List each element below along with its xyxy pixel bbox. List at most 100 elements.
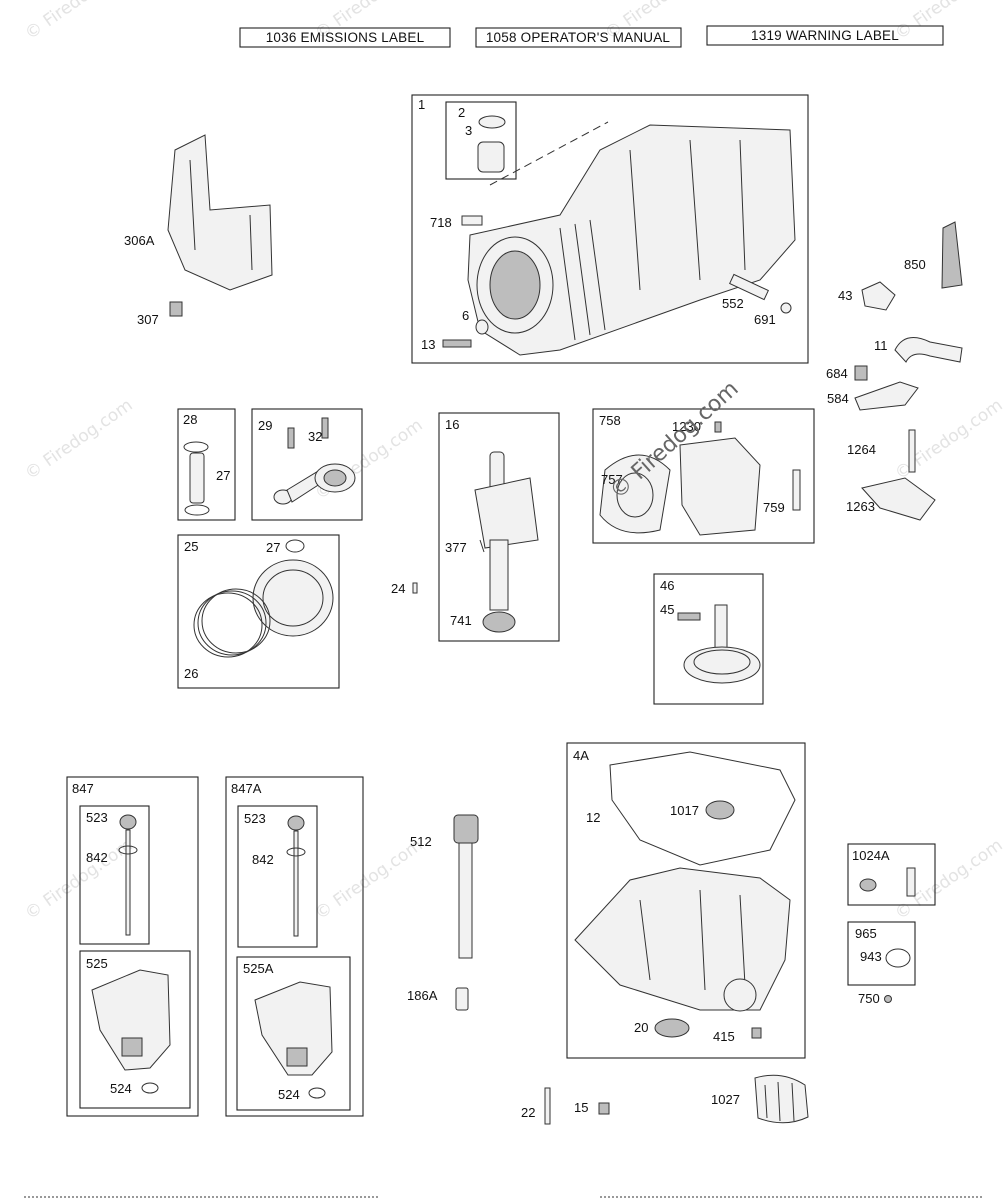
part-757-gasket[interactable] [599, 454, 671, 534]
callout-1017: 1017 [670, 803, 699, 818]
part-24-key[interactable] [412, 582, 418, 594]
group-1024a: 1024A [847, 843, 936, 906]
part-crankshaft[interactable] [474, 451, 539, 611]
part-718-pin[interactable] [461, 215, 483, 226]
part-524-o-ring[interactable] [308, 1087, 326, 1099]
part-186a-fitting[interactable]: 186A [407, 987, 469, 1011]
part-32-bolt[interactable] [287, 427, 295, 449]
part-1264-screw[interactable]: 1264 [847, 429, 916, 473]
callout-16: 16 [445, 417, 459, 432]
header-emissions-label[interactable]: 1036 EMISSIONS LABEL [239, 27, 451, 48]
part-842-o-ring[interactable] [286, 847, 306, 857]
part-27-retainer[interactable] [183, 441, 209, 453]
part-breather-body[interactable] [679, 437, 761, 536]
part-525a-dipstick-tube[interactable] [254, 981, 333, 1076]
callout-306a: 306A [124, 233, 155, 248]
group-758-breather: 758 1230 757 759 © Firedog.com [592, 376, 815, 544]
callout-26: 26 [184, 666, 198, 681]
callout-43: 43 [838, 288, 852, 303]
watermark-text: © Firedog.com [891, 395, 1005, 484]
callout-1027: 1027 [711, 1092, 740, 1107]
operators-manual-text: 1058 OPERATOR'S MANUAL [486, 30, 671, 45]
group-847a-dipstick: 847A 523 842 525A 524 [225, 776, 364, 1117]
part-6-washer[interactable] [475, 319, 489, 335]
part-camshaft-gear[interactable] [683, 604, 761, 684]
part-1027-oil-filter[interactable]: 1027 [711, 1074, 809, 1124]
part-26-piston-rings[interactable] [193, 588, 271, 658]
callout-15: 15 [574, 1100, 588, 1115]
callout-965: 965 [855, 926, 877, 941]
watermark-text: © Firedog.com [21, 395, 136, 484]
part-45-screw[interactable] [677, 612, 701, 621]
callout-684: 684 [826, 366, 848, 381]
callout-415: 415 [713, 1029, 735, 1044]
callout-523: 523 [86, 810, 108, 825]
callout-718: 718 [430, 215, 452, 230]
part-524-o-ring[interactable] [141, 1082, 159, 1094]
callout-525a: 525A [243, 961, 274, 976]
callout-45: 45 [660, 602, 674, 617]
callout-1: 1 [418, 97, 425, 112]
part-943-o-ring[interactable] [885, 948, 911, 968]
part-850-sealant[interactable]: 850 [904, 221, 963, 289]
callout-32: 32 [308, 429, 322, 444]
part-415-plug[interactable] [751, 1027, 762, 1039]
callout-525: 525 [86, 956, 108, 971]
header-operators-manual[interactable]: 1058 OPERATOR'S MANUAL [475, 27, 682, 48]
part-684-screw[interactable]: 684 [826, 365, 868, 381]
group-965: 965 943 [847, 921, 916, 986]
part-22-bolt[interactable]: 22 [521, 1087, 551, 1125]
callout-24: 24 [391, 581, 405, 596]
part-306a-shroud[interactable]: 306A [124, 134, 273, 291]
cylinder-block[interactable] [467, 124, 796, 356]
part-connecting-rod[interactable] [273, 463, 356, 505]
part-691-nut[interactable] [780, 302, 792, 314]
part-piston[interactable] [252, 559, 334, 637]
part-13-bolt[interactable] [442, 339, 472, 348]
part-1263-gasket[interactable]: 1263 [846, 477, 936, 521]
part-1230-screw[interactable] [714, 421, 722, 433]
part-dipstick[interactable] [119, 814, 137, 936]
callout-1263: 1263 [846, 499, 875, 514]
callout-1230: 1230 [672, 419, 701, 434]
callout-28: 28 [183, 412, 197, 427]
callout-850: 850 [904, 257, 926, 272]
part-307-screw[interactable]: 307 [137, 301, 183, 327]
part-512-dipstick-tube[interactable]: 512 [410, 814, 479, 959]
group-28-piston-pin: 28 27 [177, 408, 236, 521]
part-584-cover[interactable]: 584 [827, 381, 919, 411]
part-552-pin[interactable] [729, 273, 769, 301]
group-847-dipstick: 847 523 842 525 524 [66, 776, 199, 1117]
part-759-tube[interactable] [792, 469, 801, 511]
part-12-gasket[interactable] [609, 751, 796, 866]
callout-524: 524 [110, 1081, 132, 1096]
part-1017-plug[interactable] [705, 800, 735, 820]
part-15-plug[interactable]: 15 [574, 1100, 610, 1115]
part-525-dipstick-tube[interactable] [91, 969, 171, 1071]
part-piston-pin[interactable] [189, 452, 205, 504]
callout-13: 13 [421, 337, 435, 352]
part-sump-cover[interactable] [574, 867, 791, 1012]
callout-750: 750 [858, 991, 880, 1006]
part-1024a-valve[interactable] [906, 867, 916, 897]
part-27-retainer[interactable] [285, 539, 305, 553]
header-warning-label[interactable]: 1319 WARNING LABEL [706, 25, 944, 46]
part-842-o-ring[interactable] [118, 845, 138, 855]
callout-46: 46 [660, 578, 674, 593]
part-dipstick[interactable] [287, 815, 305, 937]
callout-847a: 847A [231, 781, 262, 796]
callout-2: 2 [458, 105, 465, 120]
part-750-plug[interactable] [884, 995, 892, 1003]
watermark-text: © Firedog.com [891, 0, 1005, 44]
callout-1264: 1264 [847, 442, 876, 457]
part-11-breather-tube[interactable]: 11 [874, 337, 963, 363]
part-377-key[interactable] [479, 539, 485, 553]
part-741-gear[interactable] [482, 611, 516, 633]
group-29-connecting-rod: 29 32 [251, 408, 363, 521]
part-1024a-fitting[interactable] [859, 878, 877, 892]
callout-4a: 4A [573, 748, 589, 763]
part-43-governor[interactable]: 43 [838, 281, 896, 311]
callout-22: 22 [521, 1105, 535, 1120]
group-16-crankshaft: 16 377 741 [438, 412, 560, 642]
part-20-seal[interactable] [654, 1018, 690, 1038]
